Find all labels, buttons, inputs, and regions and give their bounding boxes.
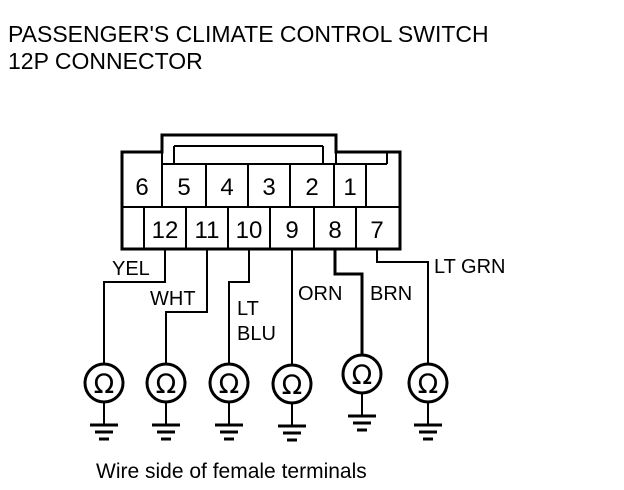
pin-12-label: 12 [152, 217, 179, 244]
ohmmeter-1: Ω [83, 362, 125, 404]
ground-icon [90, 402, 118, 441]
wire-pin-11 [165, 249, 208, 364]
probe-wires [103, 249, 429, 365]
ground-icon [348, 393, 376, 432]
ground-icon [278, 403, 306, 442]
wire-label-brn: BRN [370, 283, 412, 305]
ground-icon [215, 402, 243, 441]
ohmmeter-2: Ω [145, 362, 187, 404]
ohmmeter-4-symbol: Ω [282, 370, 303, 401]
wire-label-lt-grn: LT GRN [434, 256, 506, 278]
connector-housing [120, 133, 402, 251]
ohmmeter-6-symbol: Ω [418, 369, 439, 400]
pin-11-label: 11 [195, 217, 220, 244]
pin-3-label: 3 [262, 174, 275, 201]
pin-7-label: 7 [370, 217, 383, 244]
pin-4-label: 4 [220, 174, 233, 201]
ohmmeter-5-symbol: Ω [352, 360, 373, 391]
ohmmeter-3-symbol: Ω [219, 369, 240, 400]
ohmmeter-1-symbol: Ω [94, 369, 115, 400]
wire-pin-10 [228, 249, 250, 364]
diagram-title-line2: 12P CONNECTOR [8, 48, 203, 74]
diagram-title-line1: PASSENGER'S CLIMATE CONTROL SWITCH [8, 21, 489, 47]
pin-5-label: 5 [177, 174, 190, 201]
ohmmeter-2-symbol: Ω [156, 369, 177, 400]
wire-pin-7 [376, 249, 429, 364]
ground-icon [152, 402, 180, 441]
diagram-caption: Wire side of female terminals [96, 460, 367, 483]
ground-icon [414, 402, 442, 441]
ohmmeter-3: Ω [208, 362, 250, 404]
pin-8-label: 8 [328, 217, 341, 244]
wire-pin-8 [333, 249, 364, 355]
wire-pin-12 [103, 249, 166, 364]
pin-2-label: 2 [305, 174, 318, 201]
wire-label-lt: LT [237, 298, 259, 320]
wire-label-yel: YEL [112, 258, 150, 280]
pin-6-label: 6 [135, 174, 148, 201]
wire-label-orn: ORN [298, 283, 342, 305]
ohmmeter-4: Ω [271, 363, 313, 405]
wire-label-blu: BLU [237, 323, 276, 345]
pin-1-label: 1 [343, 174, 356, 201]
ohmmeter-5: Ω [341, 353, 383, 395]
wire-label-wht: WHT [150, 288, 196, 310]
pin-9-label: 9 [285, 217, 298, 244]
ohmmeter-6: Ω [407, 362, 449, 404]
pin-10-label: 10 [236, 217, 263, 244]
